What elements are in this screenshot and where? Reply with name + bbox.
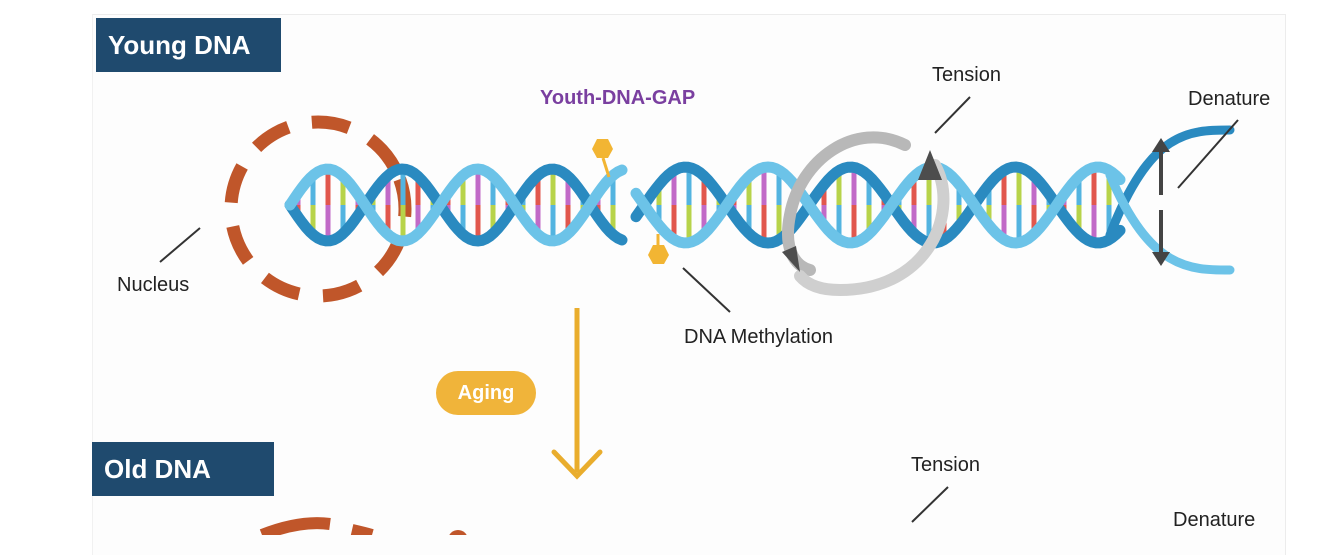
denature-leader-line xyxy=(1177,119,1239,189)
old-tension-label: Tension xyxy=(911,454,980,476)
young-nucleus-ring xyxy=(224,115,412,303)
methyl-group-top-icon xyxy=(592,139,613,158)
denature-label: Denature xyxy=(1188,88,1271,110)
aging-badge: Aging xyxy=(436,371,536,415)
old-nucleus-ring-partial xyxy=(259,517,331,535)
old-dna-partial-dot xyxy=(449,530,467,535)
tension-ring-front xyxy=(794,159,950,297)
dna-backbone-strand xyxy=(284,163,628,247)
diagram-panel xyxy=(92,14,1286,555)
old-dna-title: Old DNA xyxy=(92,442,274,496)
denatured-strand-end xyxy=(1105,170,1235,275)
aging-arrow-head-icon xyxy=(551,449,603,480)
nucleus-label: Nucleus xyxy=(117,274,190,296)
denature-arrow-up-icon xyxy=(1152,138,1170,152)
dna-methylation-label: DNA Methylation xyxy=(684,326,833,348)
methyl-bond-top xyxy=(601,157,611,178)
dna-strands xyxy=(284,125,1235,275)
old-nucleus-ring-partial-2 xyxy=(350,524,374,535)
denature-arrow-down-icon xyxy=(1152,252,1170,266)
dna-backbone-strand xyxy=(630,161,1126,249)
dna-backbone-strand xyxy=(630,161,1126,249)
tension-leader-line xyxy=(934,96,971,134)
methylation-leader-line xyxy=(682,267,731,313)
nucleus-leader-line xyxy=(159,227,201,263)
dna-backbone-strand xyxy=(284,163,628,247)
old-tension-leader-line xyxy=(911,486,949,523)
dna-diagram-canvas xyxy=(159,96,1239,535)
young-dna-title: Young DNA xyxy=(96,18,281,72)
tension-label: Tension xyxy=(932,64,1001,86)
old-denature-label: Denature xyxy=(1173,509,1256,531)
tension-arrow-down-icon xyxy=(782,246,800,272)
tension-arrow-up-icon xyxy=(918,150,942,180)
youth-dna-gap-label: Youth-DNA-GAP xyxy=(540,87,696,109)
methyl-group-bottom-icon xyxy=(648,245,669,264)
